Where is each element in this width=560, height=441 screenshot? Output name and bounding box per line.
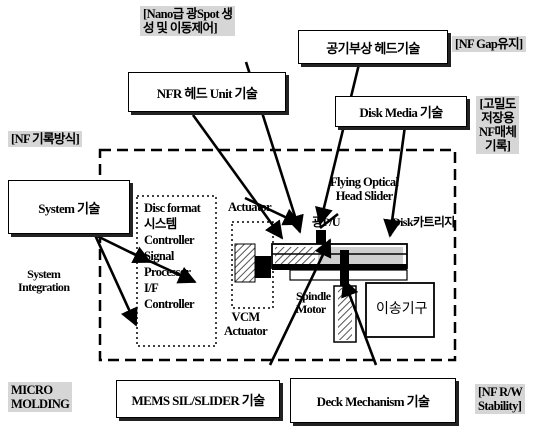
micro-molding-label: MICRO MOLDING — [8, 382, 73, 412]
head-tech-box: 공기부상 헤드기술 — [298, 30, 448, 64]
nano-spot-line: [Nano급 광Spot 생 — [143, 7, 233, 21]
micro-molding-line: MICRO — [11, 383, 53, 397]
nfr-unit-box: NFR 헤드 Unit 기술 — [128, 72, 286, 112]
transfer-mechanism-label: 이송기구 — [376, 301, 428, 317]
vcm-actuator-label: VCM Actuator — [224, 310, 268, 338]
disk-media-box: Disk Media 기술 — [335, 96, 467, 127]
high-density-label: [고밀도 저장용 NF매체 기록] — [476, 96, 520, 154]
system-tech-box: System 기술 — [8, 180, 130, 234]
nano-spot-line: 성 및 이동제어] — [143, 21, 218, 35]
controller-line: 시스템 — [144, 217, 177, 231]
mems-sil-box: MEMS SIL/SLIDER 기술 — [116, 380, 280, 418]
disk-cartridge-label: Disk카트리지 — [392, 215, 455, 229]
system-integration-line: Integration — [18, 280, 70, 295]
controller-line: Controller — [144, 297, 195, 311]
vcm-actuator-shape — [234, 243, 271, 283]
controller-block-text: Disc format 시스템 Controller Signal Proces… — [144, 200, 201, 312]
nf-gap-label: [NF Gap유지] — [452, 36, 526, 52]
nano-spot-label: [Nano급 광Spot 생 성 및 이동제어] — [140, 6, 236, 36]
controller-line: Processor — [144, 265, 191, 279]
micro-molding-line: MOLDING — [11, 397, 70, 411]
high-density-line: 저장용 — [481, 111, 514, 125]
controller-line: I/F — [144, 281, 159, 295]
system-integration-line: System — [27, 267, 61, 281]
arrows — [93, 59, 407, 366]
system-integration-label: System Integration — [18, 267, 70, 295]
flying-head-line: Head Slider — [335, 189, 394, 203]
vcm-actuator-line: VCM — [231, 310, 261, 324]
nf-method-label: [NF 기록방식] — [8, 131, 83, 147]
controller-line: Signal — [144, 249, 174, 263]
deck-mech-box: Deck Mechanism 기술 — [290, 378, 456, 423]
nf-rw-label: [NF R/W Stability] — [475, 384, 526, 414]
optical-pu-label: 광P/U — [312, 215, 341, 229]
disk-assembly — [271, 230, 408, 281]
high-density-line: NF매체 — [479, 125, 517, 139]
spindle-motor-line: Motor — [296, 302, 326, 317]
vcm-actuator-line: Actuator — [224, 324, 268, 338]
nf-rw-line: Stability] — [478, 399, 522, 413]
high-density-line: 기록] — [484, 139, 511, 153]
spindle-motor-line: Spindle — [296, 289, 331, 303]
transfer-mechanism-body — [365, 282, 435, 338]
controller-line: Controller — [144, 233, 195, 247]
spindle-motor-label: Spindle Motor — [296, 289, 331, 317]
controller-line: Disc format — [144, 201, 201, 215]
system-boundary — [98, 148, 457, 362]
nf-rw-line: [NF R/W — [478, 385, 523, 399]
high-density-line: [고밀도 — [479, 97, 517, 111]
actuator-label: Actuator — [228, 200, 272, 214]
flying-head-label: Flying Optical Head Slider — [330, 175, 399, 203]
flying-head-line: Flying Optical — [330, 175, 399, 189]
